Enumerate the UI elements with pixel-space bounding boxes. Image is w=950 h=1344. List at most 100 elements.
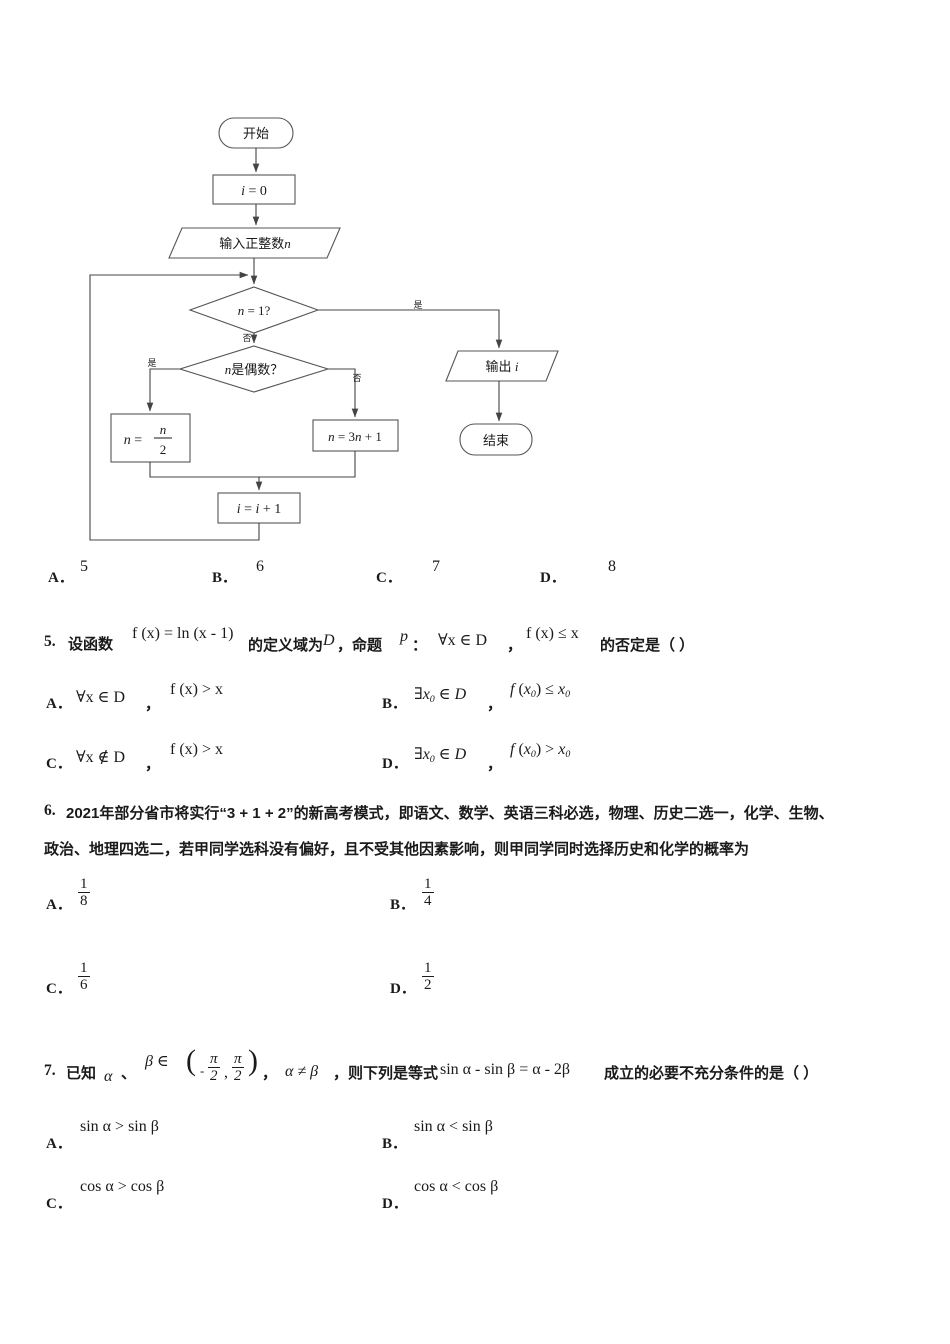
- flowchart-figure: 开始 i = 0 输入正整数n n = 1? n是偶数？ n = n 2 n =…: [0, 0, 950, 560]
- flowchart-edge-cond2-yes: [146, 368, 180, 412]
- option-d-expression: cos α < cos β: [414, 1178, 499, 1195]
- svg-text:n =: n =: [124, 433, 143, 448]
- option-d-expression: f (x0) > x0: [510, 741, 571, 760]
- flowchart-node-triple-label: n = 3n + 1: [328, 429, 382, 444]
- flowchart-edge-triple-incr: [259, 451, 356, 478]
- question-5-expr-5: f (x) ≤ x: [526, 625, 579, 642]
- question-7-beta-in: β ∈: [145, 1053, 169, 1070]
- interval-comma: ,: [224, 1064, 228, 1081]
- flowchart-node-triple-shape: [312, 419, 399, 452]
- option-label-a: A．: [46, 1136, 72, 1152]
- flowchart-node-end-shape: [459, 423, 533, 456]
- flowchart-edge-label-cond2-yes: 是: [147, 358, 156, 368]
- option-label-a: A．: [46, 696, 72, 712]
- option-b-quantifier: ∃x0 ∈ D: [414, 686, 467, 705]
- question-7-stem-part3: ，: [262, 1065, 278, 1082]
- flowchart-edge-label-cond1-no: 否: [242, 333, 251, 343]
- interval-minus-sign: -: [200, 1063, 205, 1078]
- option-label-b: B．: [212, 570, 238, 586]
- option-label-d: D．: [382, 756, 408, 772]
- interval-fraction-left: π 2: [208, 1051, 220, 1085]
- option-a-comma: ，: [145, 696, 161, 713]
- flowchart-node-input-shape: [168, 227, 341, 259]
- flowchart-edge-cond2-no: [328, 368, 359, 418]
- option-c-comma: ，: [145, 756, 161, 773]
- flowchart-node-incr-label: i = i + 1: [237, 502, 282, 517]
- question-7-stem-part2: 、: [121, 1065, 137, 1082]
- option-d-quantifier: ∃x0 ∈ D: [414, 746, 467, 765]
- option-a-expression: sin α > sin β: [80, 1118, 159, 1135]
- svg-text:n: n: [160, 422, 167, 437]
- option-label-c: C．: [46, 1196, 72, 1212]
- option-c-fraction: 1 6: [78, 960, 90, 994]
- question-5-expr-2: D: [323, 632, 335, 649]
- option-label-b: B．: [382, 1136, 408, 1152]
- option-b-expression: sin α < sin β: [414, 1118, 493, 1135]
- option-label-c: C．: [46, 981, 72, 997]
- option-c-quantifier: ∀x ∉ D: [76, 749, 126, 766]
- question-7-number: 7.: [44, 1062, 56, 1079]
- question-7-alpha-1: α: [104, 1068, 113, 1085]
- flowchart-node-init-label: i = 0: [241, 184, 267, 199]
- option-c-expression: cos α > cos β: [80, 1178, 165, 1195]
- flowchart-node-half-shape: [110, 413, 191, 463]
- flowchart-node-cond2-shape: [178, 345, 330, 393]
- flowchart-node-half-label: n = n 2: [124, 422, 172, 457]
- question-7-stem-part5: 成立的必要不充分条件的是（ ）: [604, 1065, 819, 1082]
- flowchart-node-cond2-label: n是偶数？: [225, 362, 284, 377]
- option-label-a: A．: [48, 570, 74, 586]
- svg-text:2: 2: [160, 442, 167, 457]
- question-5-stem-part4: ：: [412, 637, 428, 654]
- question-5-number: 5.: [44, 633, 56, 650]
- question-5-expr-4: ∀x ∈ D: [438, 632, 488, 649]
- option-text-a: 5: [80, 558, 88, 575]
- flowchart-edge-label-cond1-yes: 是: [413, 300, 422, 310]
- flowchart-edge-label-cond2-no: 否: [352, 373, 361, 383]
- option-a-expression: f (x) > x: [170, 681, 224, 698]
- question-5-expr-1: f (x) = ln (x - 1): [132, 625, 234, 642]
- option-d-comma: ，: [487, 756, 503, 773]
- question-5-stem-part5: ，: [507, 637, 523, 654]
- option-label-d: D．: [390, 981, 416, 997]
- option-a-fraction: 1 8: [78, 876, 90, 910]
- flowchart-edge-cond1-yes: [318, 309, 503, 349]
- option-label-c: C．: [46, 756, 72, 772]
- option-b-fraction: 1 4: [422, 876, 434, 910]
- question-5-stem-part1: 设函数: [68, 636, 114, 653]
- option-label-d: D．: [382, 1196, 408, 1212]
- flowchart-node-cond1-label: n = 1?: [238, 303, 271, 318]
- question-6-stem-line2: 政治、地理四选二，若甲同学选科没有偏好，且不受其他因素影响，则甲同学同时选择历史…: [44, 841, 750, 858]
- question-7-expr-alpha-neq-beta: α ≠ β: [285, 1063, 319, 1080]
- option-c-expression: f (x) > x: [170, 741, 224, 758]
- interval-paren-close: ): [248, 1044, 258, 1077]
- flowchart-node-start-label: 开始: [243, 126, 269, 141]
- option-label-a: A．: [46, 897, 72, 913]
- question-5-stem-part3: ，命题: [337, 637, 383, 654]
- question-6-number: 6.: [44, 802, 56, 819]
- option-a-quantifier: ∀x ∈ D: [76, 689, 126, 706]
- question-7-stem-part1: 已知: [66, 1065, 97, 1082]
- flowchart-node-end-label: 结束: [483, 433, 509, 448]
- option-text-b: 6: [256, 558, 264, 575]
- question-6-stem-line1: 2021年部分省市将实行“3 + 1 + 2”的新高考模式，即语文、数学、英语三…: [66, 805, 834, 822]
- question-7-stem-part4: ，则下列是等式: [333, 1065, 439, 1082]
- option-label-d: D．: [540, 570, 566, 586]
- option-text-c: 7: [432, 558, 440, 575]
- question-5-stem-part6: 的否定是（ ）: [600, 637, 695, 654]
- question-5-expr-3: p: [400, 628, 408, 645]
- question-7-equation: sin α - sin β = α - 2β: [440, 1061, 571, 1078]
- question-5-stem-part2: 的定义域为: [248, 637, 324, 654]
- option-b-expression: f (x0) ≤ x0: [510, 681, 571, 700]
- option-text-d: 8: [608, 558, 616, 575]
- flowchart-node-output-shape: [445, 350, 559, 382]
- option-d-fraction: 1 2: [422, 960, 434, 994]
- option-b-comma: ，: [487, 696, 503, 713]
- flowchart-node-input-label: 输入正整数n: [219, 236, 291, 251]
- flowchart-node-output-label: 输出 i: [486, 359, 519, 374]
- option-label-c: C．: [376, 570, 402, 586]
- question-4-options: A． 5 B． 6 C． 7 D． 8: [0, 0, 950, 586]
- interval-fraction-right: π 2: [232, 1051, 244, 1085]
- interval-paren-open: (: [186, 1044, 196, 1077]
- option-label-b: B．: [390, 897, 416, 913]
- flowchart-node-incr-shape: [217, 492, 301, 524]
